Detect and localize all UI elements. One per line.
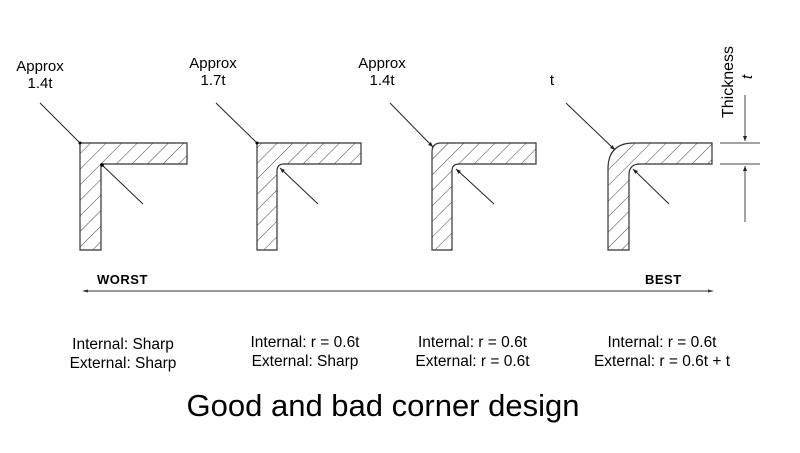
callout-line2: 1.4t: [27, 75, 53, 92]
callout-label-4: t: [540, 55, 564, 89]
corner-shape-2: [215, 102, 362, 251]
corner-shape-4: [565, 102, 713, 251]
callout-label-2: Approx 1.7t: [181, 55, 245, 89]
diagram-title: Good and bad corner design: [186, 388, 580, 423]
thickness-label: Thickness: [720, 45, 737, 118]
corner-shape-3: [389, 102, 537, 251]
internal-spec: Internal: r = 0.6t: [607, 334, 717, 351]
external-spec: External: Sharp: [69, 355, 177, 372]
internal-spec: Internal: r = 0.6t: [250, 334, 360, 351]
worst-best-scale-arrow: [82, 289, 714, 293]
callout-line1: Approx: [189, 55, 237, 72]
best-label: BEST: [645, 272, 682, 287]
external-spec: External: r = 0.6t: [415, 353, 530, 370]
thickness-symbol: t: [739, 74, 756, 79]
callout-line2: t: [549, 72, 555, 89]
thickness-dimension: [720, 95, 760, 222]
internal-spec: Internal: r = 0.6t: [418, 334, 527, 351]
callout-line1: Approx: [16, 58, 64, 75]
corner-description-1: Internal: Sharp External: Sharp: [48, 335, 198, 373]
callout-label-3: Approx 1.4t: [350, 55, 414, 89]
callout-line2: 1.4t: [369, 72, 395, 89]
corner-shape-1: [39, 102, 188, 251]
corner-description-3: Internal: r = 0.6t External: r = 0.6t: [395, 333, 550, 371]
external-spec: External: r = 0.6t + t: [593, 353, 731, 370]
corner-description-2: Internal: r = 0.6t External: Sharp: [230, 333, 380, 371]
callout-line2: 1.7t: [200, 72, 226, 89]
callout-line1: [540, 55, 564, 72]
callout-label-1: Approx 1.4t: [8, 58, 72, 92]
external-spec: External: Sharp: [251, 353, 359, 370]
internal-spec: Internal: Sharp: [72, 336, 174, 353]
callout-line1: Approx: [358, 55, 406, 72]
worst-label: WORST: [97, 272, 148, 287]
corner-description-4: Internal: r = 0.6t External: r = 0.6t + …: [572, 333, 752, 371]
